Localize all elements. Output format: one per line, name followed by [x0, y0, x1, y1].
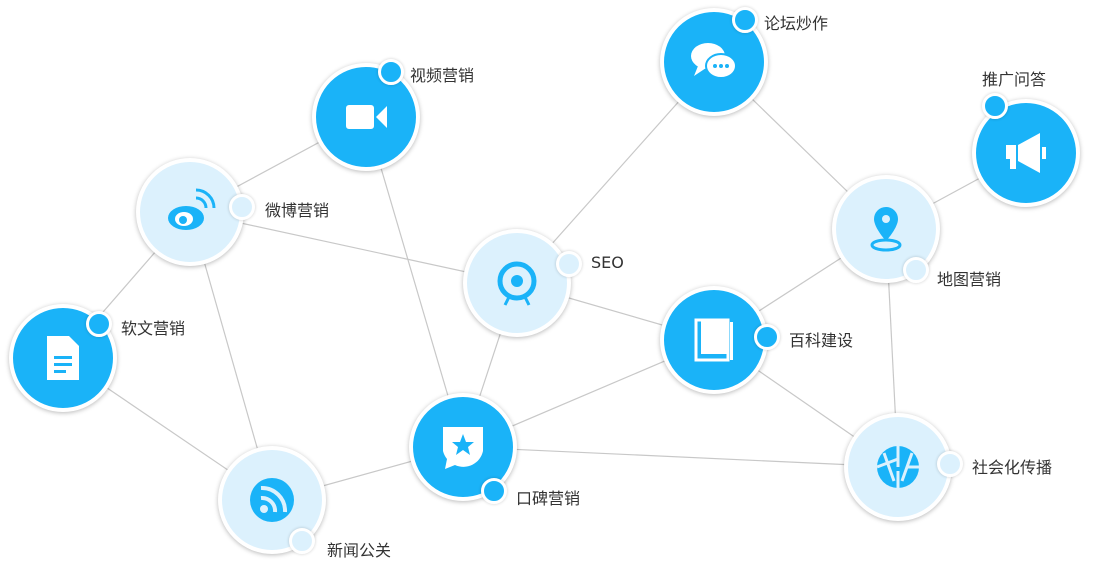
node-wiki[interactable]	[660, 286, 768, 394]
edge-video-reputation	[365, 116, 464, 448]
node-dot-map	[903, 257, 929, 283]
video-camera-icon	[346, 105, 387, 129]
rss-icon	[250, 478, 294, 522]
node-dot-seo	[556, 251, 582, 277]
node-label-video[interactable]: 视频营销	[410, 66, 475, 85]
node-dot-video	[378, 59, 404, 85]
node-label-seo[interactable]: SEO	[591, 253, 624, 272]
node-label-article[interactable]: 软文营销	[121, 319, 186, 338]
node-label-qa[interactable]: 推广问答	[982, 70, 1047, 89]
node-dot-forum	[732, 7, 758, 33]
node-label-forum[interactable]: 论坛炒作	[764, 14, 829, 33]
node-label-wiki[interactable]: 百科建设	[789, 331, 854, 350]
weibo-icon	[168, 188, 216, 230]
document-icon	[47, 336, 79, 380]
node-dot-article	[86, 311, 112, 337]
webcam-icon	[497, 261, 537, 306]
star-badge-icon	[443, 427, 483, 469]
edge-reputation-social	[462, 446, 899, 468]
node-label-news[interactable]: 新闻公关	[327, 541, 392, 560]
node-label-map[interactable]: 地图营销	[937, 270, 1002, 289]
node-dot-news	[289, 528, 315, 554]
node-article[interactable]	[9, 304, 117, 412]
node-seo[interactable]	[463, 229, 571, 337]
node-video[interactable]	[312, 63, 420, 171]
node-social[interactable]	[844, 413, 952, 521]
node-dot-weibo	[229, 194, 255, 220]
node-forum[interactable]	[660, 8, 768, 116]
node-dot-wiki	[754, 324, 780, 350]
chat-bubbles-icon	[691, 43, 737, 79]
node-label-social[interactable]: 社会化传播	[972, 458, 1053, 477]
node-dot-qa	[982, 93, 1008, 119]
map-pin-icon	[870, 207, 902, 252]
aperture-icon	[876, 446, 919, 488]
edge-weibo-seo	[189, 211, 518, 284]
book-icon	[694, 318, 733, 362]
node-dot-social	[937, 451, 963, 477]
node-label-reputation[interactable]: 口碑营销	[516, 489, 581, 508]
node-weibo[interactable]	[136, 158, 244, 266]
node-label-weibo[interactable]: 微博营销	[265, 201, 330, 220]
megaphone-icon	[1006, 133, 1046, 173]
node-dot-reputation	[481, 478, 507, 504]
